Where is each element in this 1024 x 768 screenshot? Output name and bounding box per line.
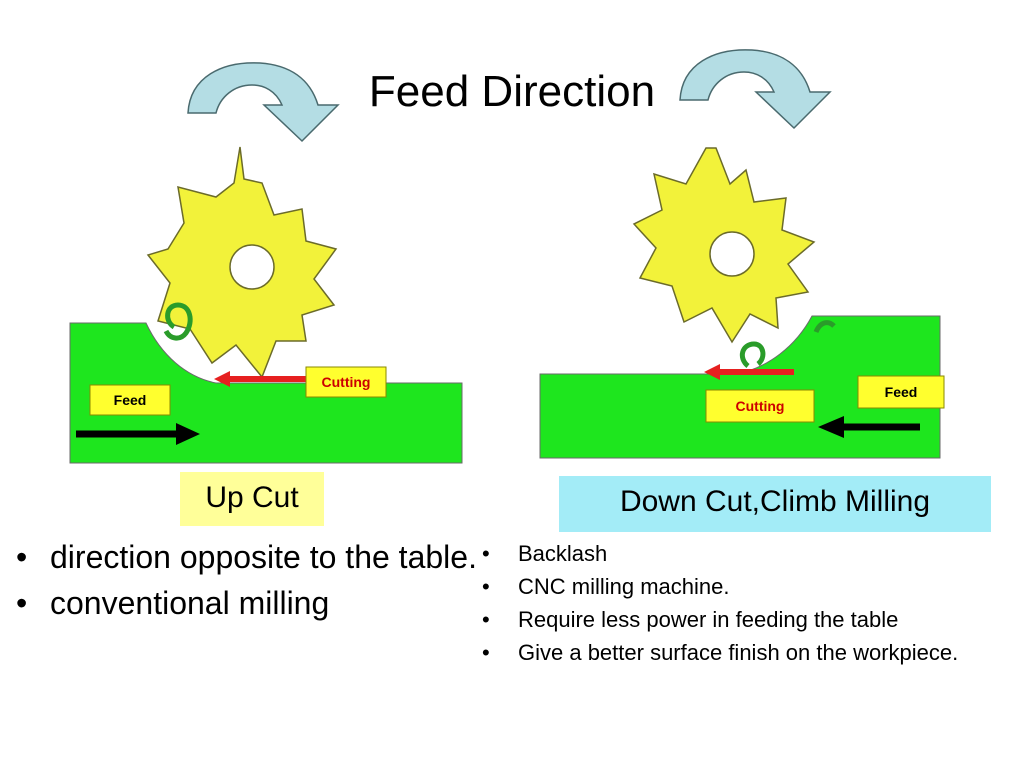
curved-arrow-icon <box>679 49 832 130</box>
chip-curl-icon <box>813 320 836 334</box>
cutting-arrow-icon <box>704 364 794 380</box>
chip-curl-icon <box>739 341 766 368</box>
chip-curl-icon <box>163 302 193 341</box>
down-cut-diagram: Cutting Feed <box>536 132 950 462</box>
cutting-label: Cutting <box>736 398 785 414</box>
cutting-label: Cutting <box>322 374 371 390</box>
up-cut-caption: Up Cut <box>180 472 324 526</box>
down-cut-bullet-list: Backlash CNC milling machine. Require le… <box>474 542 1022 674</box>
milling-cutter-icon <box>146 146 338 379</box>
curved-arrow-right-shape <box>679 49 832 130</box>
up-cut-diagram: Cutting Feed <box>66 145 468 467</box>
feed-label: Feed <box>885 384 918 400</box>
list-item: Require less power in feeding the table <box>474 608 1022 633</box>
down-cut-caption: Down Cut,Climb Milling <box>559 476 991 532</box>
curved-arrow-left-shape <box>187 62 340 143</box>
slide-title: Feed Direction <box>368 67 656 116</box>
list-item: Backlash <box>474 542 1022 567</box>
list-item: direction opposite to the table. <box>8 540 478 574</box>
curved-arrow-icon <box>187 62 340 143</box>
cutting-arrow-icon <box>214 371 314 387</box>
list-item: CNC milling machine. <box>474 575 1022 600</box>
workpiece-shape <box>69 322 463 464</box>
feed-arrow-icon <box>818 416 920 438</box>
list-item: Give a better surface finish on the work… <box>474 641 1022 666</box>
list-item: conventional milling <box>8 586 478 620</box>
feed-label: Feed <box>114 392 147 408</box>
feed-arrow-icon <box>76 423 200 445</box>
up-cut-bullet-list: direction opposite to the table. convent… <box>8 540 478 632</box>
milling-cutter-icon <box>632 147 816 344</box>
